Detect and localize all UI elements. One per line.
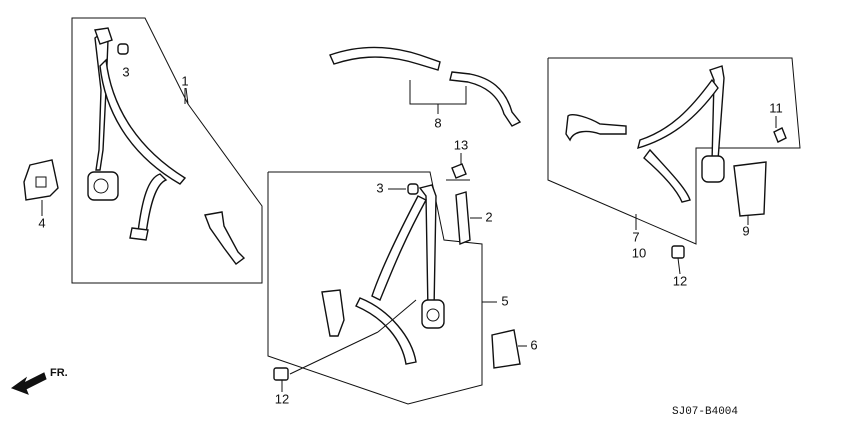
cap-part [117,43,129,55]
bolt-12-left [273,367,289,381]
callout-13: 13 [454,137,468,152]
center-retractor-spool [426,308,440,322]
front-seat-belt-assembly-group [23,17,263,284]
cover-part [23,159,59,201]
center-buckle [321,289,345,337]
belt-webbing-diagonal [99,58,187,185]
callout-12b: 12 [673,273,687,288]
rear-belt-right [449,71,522,127]
right-cover-part [733,161,767,217]
right-seat-belt-assembly-group [547,57,801,259]
retractor-unit [87,171,119,201]
cover-slot [35,176,47,188]
callout-3a: 3 [122,64,129,79]
callout-9: 9 [742,223,749,238]
callout-3b: 3 [376,180,383,195]
center-belt-diagonal [371,195,427,301]
lower-anchor-plate [129,227,149,241]
buckle-bracket [204,211,246,265]
callout-12a: 12 [275,391,289,406]
right-belt-lower [643,148,691,203]
lower-strap [137,173,168,235]
assembly-frame-7 [547,57,801,245]
callout-1: 1 [181,73,188,88]
retractor-spool [93,178,109,194]
leader-8 [409,80,467,105]
bolt-12-leader [289,331,379,375]
diagram-code: SJ07-B4004 [672,406,738,418]
callout-5: 5 [501,293,508,308]
right-retractor [701,155,725,183]
callout-7: 7 [632,229,639,244]
callout-4: 4 [38,215,45,230]
callout-2: 2 [485,209,492,224]
callout-6: 6 [530,337,537,352]
bolt-11 [773,127,787,143]
front-direction-label: FR. [50,367,68,379]
center-retractor [421,299,445,329]
center-cover-part [491,329,521,369]
center-cap-part [407,183,419,195]
bolt-13 [451,163,467,179]
callout-8: 8 [434,115,441,130]
bolt-12-leader-2 [377,299,417,333]
center-belt-lower [355,297,417,365]
front-direction-indicator: FR. [10,367,68,395]
rear-belt-left [329,46,441,71]
bracket-part [455,191,471,246]
callout-11: 11 [769,100,783,115]
front-arrow-icon [10,372,47,395]
right-buckle-strap [565,114,627,142]
belt-webbing-vertical [94,33,109,171]
upper-anchor [94,27,113,45]
center-seat-belt-assembly-group [267,163,521,405]
right-belt-diagonal [637,78,719,150]
callout-10: 10 [632,245,646,260]
assembly-frame-1 [71,17,263,284]
bolt-12-right [671,245,685,259]
rear-belt-group [329,46,522,127]
leader-12b [677,257,681,275]
assembly-frame-5 [267,171,483,405]
